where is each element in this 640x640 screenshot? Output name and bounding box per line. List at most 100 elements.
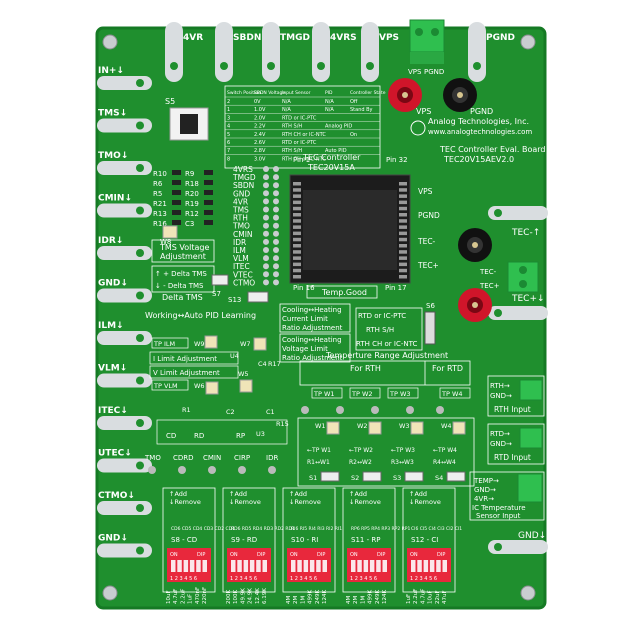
chip-pin <box>293 237 301 242</box>
header-pin[interactable] <box>263 206 269 213</box>
header-pin[interactable] <box>273 247 279 253</box>
w5-label: W5 <box>238 370 249 378</box>
slide-switch[interactable] <box>320 471 340 482</box>
header-pin[interactable] <box>263 182 269 189</box>
header-pin[interactable] <box>273 263 279 270</box>
header-pin[interactable] <box>273 230 279 237</box>
header-pin[interactable] <box>273 182 279 189</box>
trim-pot[interactable] <box>452 421 466 435</box>
header-pin[interactable] <box>263 255 269 262</box>
dip-toggle[interactable] <box>363 560 369 572</box>
s6-switch[interactable] <box>424 311 436 345</box>
dip-toggle[interactable] <box>196 560 201 572</box>
dip-toggle[interactable] <box>237 560 242 572</box>
dip-toggle[interactable] <box>357 560 362 572</box>
dip-toggle[interactable] <box>189 560 195 572</box>
top-pin-pad[interactable] <box>312 22 330 82</box>
header-pin[interactable] <box>263 271 269 278</box>
rtd-input: RTD→ GND→ RTD Input <box>487 423 545 465</box>
slide-switch[interactable] <box>446 471 466 482</box>
header-pin[interactable] <box>273 190 279 197</box>
header-pin[interactable] <box>273 166 279 172</box>
chip-pin <box>399 250 407 254</box>
rtd-gnd-label: GND→ <box>490 440 512 448</box>
header-pin[interactable] <box>273 238 279 245</box>
delta-up-label: ↑ + Delta TMS <box>155 270 207 278</box>
dip-toggle[interactable] <box>369 560 375 572</box>
header-pin[interactable] <box>273 222 279 229</box>
cd-label: CD <box>166 432 176 440</box>
tec-plus-jack[interactable] <box>458 288 492 322</box>
dip-toggle[interactable] <box>351 560 356 572</box>
dip-toggle[interactable] <box>376 560 381 572</box>
dip-toggle[interactable] <box>442 560 448 572</box>
dip-toggle[interactable] <box>423 560 429 572</box>
dip-dip-label: DIP <box>437 552 445 558</box>
smd-resistor <box>204 210 213 215</box>
dip-toggle[interactable] <box>262 560 268 572</box>
dip-toggle[interactable] <box>171 560 176 572</box>
dip-toggle[interactable] <box>309 560 315 572</box>
trim-pot[interactable] <box>410 421 424 435</box>
header-pin[interactable] <box>273 198 279 205</box>
header-pin[interactable] <box>263 230 269 237</box>
left-pin-hole <box>136 461 144 470</box>
dip-toggle[interactable] <box>303 560 309 572</box>
header-pin[interactable] <box>273 279 279 286</box>
header-pin[interactable] <box>273 206 279 213</box>
dip-toggle[interactable] <box>183 560 189 572</box>
dip-toggle[interactable] <box>322 560 328 572</box>
pot-label: W1 <box>315 422 326 430</box>
dip-toggle[interactable] <box>291 560 296 572</box>
switch-table-cell: 3 <box>227 115 230 121</box>
chip-pin <box>293 275 301 279</box>
dip-toggle[interactable] <box>249 560 255 572</box>
dip-toggle[interactable] <box>417 560 422 572</box>
header-pin[interactable] <box>263 279 269 286</box>
dip-toggle[interactable] <box>243 560 249 572</box>
tec-minus-jack[interactable] <box>458 228 492 262</box>
header-pin[interactable] <box>263 166 269 172</box>
terminal-pgnd-label: PGND <box>424 68 444 76</box>
slide-switch[interactable] <box>404 471 424 482</box>
header-pin[interactable] <box>273 271 279 278</box>
dip-toggle[interactable] <box>429 560 435 572</box>
trim-pot[interactable] <box>326 421 340 435</box>
header-pin[interactable] <box>263 263 269 270</box>
tms-voltage-label: TMS Voltage <box>159 243 209 252</box>
header-pin[interactable] <box>263 214 269 221</box>
header-pin[interactable] <box>263 190 269 197</box>
dip-value-label: 249K <box>315 590 321 604</box>
top-pin-pad[interactable] <box>165 22 183 82</box>
dip-toggle[interactable] <box>256 560 261 572</box>
dip-add-label: ↑Add <box>169 490 187 498</box>
dip-toggle[interactable] <box>316 560 321 572</box>
trim-pot[interactable] <box>368 421 382 435</box>
dip-toggle[interactable] <box>177 560 182 572</box>
header-pin[interactable] <box>273 174 279 181</box>
dip-toggle[interactable] <box>231 560 236 572</box>
dip-toggle[interactable] <box>297 560 302 572</box>
dip-toggle[interactable] <box>202 560 208 572</box>
header-pin[interactable] <box>263 247 269 253</box>
top-pin-pad[interactable] <box>215 22 233 82</box>
dip-toggle[interactable] <box>411 560 416 572</box>
header-pin[interactable] <box>273 214 279 221</box>
header-pin[interactable] <box>263 238 269 245</box>
header-pin[interactable] <box>263 198 269 205</box>
s13-switch[interactable]: S13 <box>228 291 269 304</box>
top-pin-pad[interactable] <box>361 22 379 82</box>
vps-jack[interactable]: VPS <box>388 78 431 116</box>
header-pin[interactable] <box>273 255 279 262</box>
header-pin[interactable] <box>263 222 269 229</box>
s5-rotary-switch[interactable]: S5 <box>165 97 209 141</box>
slide-switch[interactable] <box>362 471 382 482</box>
top-pin-pad[interactable] <box>262 22 280 82</box>
header-pin[interactable] <box>263 174 269 181</box>
terminal-vps-label: VPS <box>408 68 422 76</box>
dip-toggle[interactable] <box>436 560 441 572</box>
pgnd-jack[interactable]: PGND <box>443 78 493 116</box>
top-pin-pad[interactable] <box>468 22 486 82</box>
dip-toggle[interactable] <box>382 560 388 572</box>
top-pin-hole <box>317 62 325 70</box>
